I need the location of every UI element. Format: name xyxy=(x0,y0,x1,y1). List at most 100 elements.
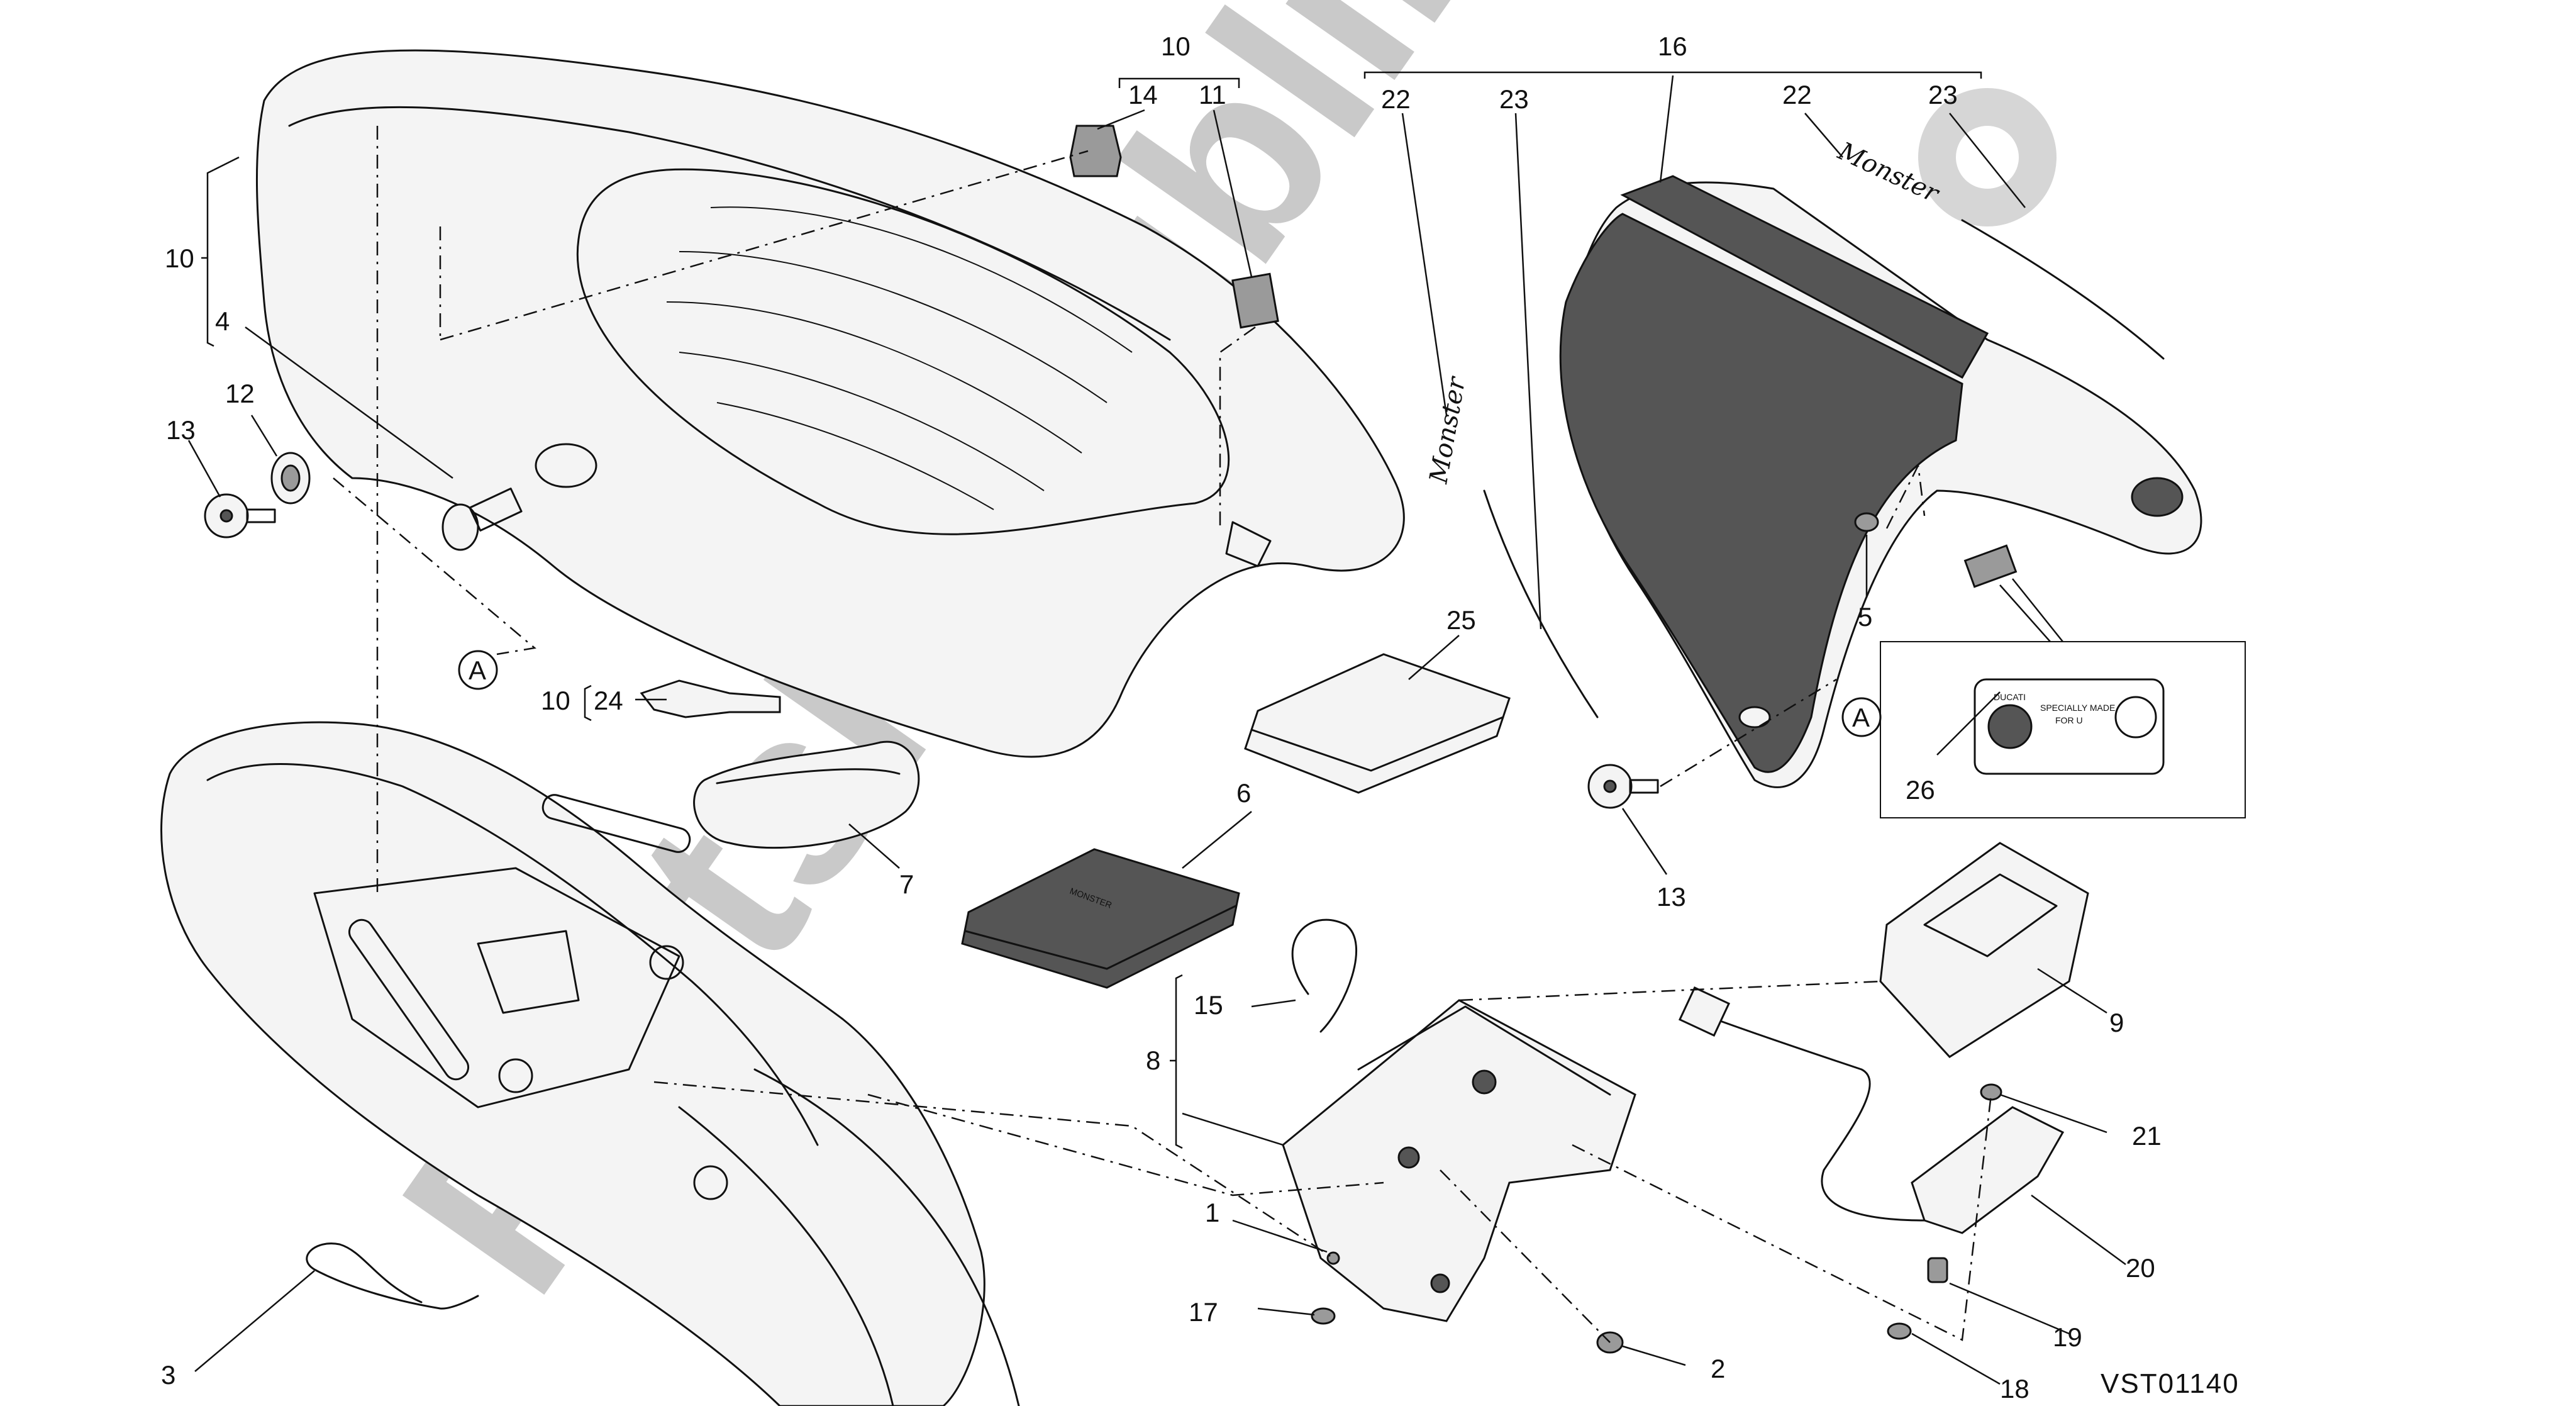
callout-18: 18 xyxy=(2000,1374,2029,1403)
label-detail-line1: SPECIALLY MADE xyxy=(2040,703,2115,713)
leader-12 xyxy=(250,415,278,457)
leader-11 xyxy=(1213,109,1253,277)
part-11-pad xyxy=(1231,272,1279,329)
leader-19 xyxy=(1949,1282,2070,1335)
callout-2: 2 xyxy=(1711,1354,1725,1383)
dash-bolt-2 xyxy=(1440,1169,1611,1343)
part-25-manual xyxy=(1244,653,1511,794)
cable-3 xyxy=(313,1268,479,1310)
tray-8-hole-2 xyxy=(1397,1146,1420,1169)
view-marker-right: A xyxy=(1841,697,1882,737)
callout-8: 8 xyxy=(1146,1046,1160,1075)
part-26-label-small xyxy=(1963,544,2018,588)
bracket-10-top xyxy=(1118,77,1240,88)
part-3-cable xyxy=(306,1242,479,1310)
callout-23-right: 23 xyxy=(1928,80,1958,109)
manual-6 xyxy=(961,848,1240,989)
dash-tray-frame xyxy=(867,1093,1384,1197)
grommet-17 xyxy=(1311,1307,1336,1325)
knob-13-left-center xyxy=(219,509,233,523)
callout-10-top: 10 xyxy=(1161,31,1191,61)
leader-3 xyxy=(194,1270,315,1372)
callout-26: 26 xyxy=(1906,775,1935,805)
washer-18 xyxy=(1887,1322,1912,1340)
spacer-19 xyxy=(1927,1257,1948,1283)
hook-24 xyxy=(640,679,781,718)
label-detail-plate xyxy=(1974,678,2165,775)
cowl-side-panel xyxy=(1559,213,1963,773)
devil-logo-icon xyxy=(2114,696,2157,739)
cowl-front-hole xyxy=(1738,706,1771,728)
tray-8-wall xyxy=(1357,1005,1611,1096)
callout-6: 6 xyxy=(1236,778,1251,808)
leader-25 xyxy=(1408,635,1460,680)
subframe-slot-2 xyxy=(348,918,470,1081)
cable-3-loop xyxy=(306,1242,423,1303)
leader-lines xyxy=(187,71,2126,1385)
dash-seat-cap xyxy=(440,150,1089,341)
seat-pleat-1 xyxy=(710,206,1133,353)
seat-assembly xyxy=(255,49,1405,758)
leader-1 xyxy=(1232,1219,1328,1253)
leader-13-left xyxy=(187,440,221,498)
knob-13-right-stem xyxy=(1629,779,1659,794)
callout-22-right: 22 xyxy=(1782,80,1812,109)
leader-label-box xyxy=(2012,578,2063,642)
part-14-cap xyxy=(1069,125,1122,177)
stripe-23-left xyxy=(1483,489,1599,718)
dash-knob-right xyxy=(1660,678,1837,788)
label-detail-brand: DUCATI xyxy=(1994,692,2026,702)
callout-4: 4 xyxy=(215,306,230,336)
subframe-boss-3 xyxy=(693,1165,728,1200)
leader-22-right xyxy=(1804,113,1843,158)
part-24-hook xyxy=(640,679,781,718)
seat-hook xyxy=(1225,521,1272,567)
subframe-bracket xyxy=(477,930,580,1014)
manual-6-edge xyxy=(964,905,1237,970)
seat-lock-hole xyxy=(535,443,597,488)
bracket-10-24 xyxy=(584,684,592,722)
subframe-plate xyxy=(313,867,680,1108)
manual-25-edge xyxy=(1250,716,1504,772)
part-12-grommet xyxy=(270,452,311,505)
leader-23-right xyxy=(1949,113,2026,208)
callout-13-left: 13 xyxy=(166,415,196,445)
bracket-10-seat xyxy=(206,169,214,347)
tray-8-hole-3 xyxy=(1430,1273,1450,1293)
leader-20 xyxy=(2031,1194,2126,1266)
screw-5 xyxy=(1854,512,1879,532)
label-detail-frame xyxy=(1880,641,2246,818)
box-9 xyxy=(1879,842,2089,1058)
part-20-module xyxy=(1678,986,2065,1234)
dash-frame-tray xyxy=(653,1081,1334,1259)
callout-25: 25 xyxy=(1446,605,1476,635)
pillion-pad-7 xyxy=(693,740,920,849)
marker-a-left: A xyxy=(469,656,486,685)
part-7-cushion xyxy=(693,740,920,849)
subframe-boss-2 xyxy=(498,1058,533,1093)
callout-14: 14 xyxy=(1128,80,1158,109)
box-9-inner xyxy=(1923,873,2058,957)
dash-module-fastener xyxy=(1572,1094,1992,1341)
cowl-tail-hole xyxy=(2131,477,2184,517)
leader-18 xyxy=(1911,1332,2001,1385)
part-6-manual: MONSTER xyxy=(961,848,1240,989)
stripe-23-right xyxy=(1961,219,2165,360)
part-4-lock-pin xyxy=(441,488,523,551)
leader-6 xyxy=(1182,811,1252,869)
knob-13-right-center xyxy=(1603,779,1617,793)
callout-20: 20 xyxy=(2126,1253,2155,1283)
callout-11: 11 xyxy=(1199,80,1226,109)
label-detail-box: DUCATI SPECIALLY MADE FOR U xyxy=(1880,641,2246,818)
part-5-screw xyxy=(1854,512,1879,532)
seat-cowl-assembly xyxy=(1559,175,2202,788)
module-20-cable xyxy=(1697,1012,1926,1222)
dash-tray-box xyxy=(1458,980,1881,1001)
assembly-lines xyxy=(333,126,1992,1343)
callout-12: 12 xyxy=(225,379,255,408)
callout-16: 16 xyxy=(1658,31,1687,61)
subframe-rail-2 xyxy=(678,1106,894,1406)
leader-13-right xyxy=(1621,808,1668,875)
leader-26 xyxy=(1936,584,2051,756)
callout-13-right: 13 xyxy=(1657,882,1686,912)
